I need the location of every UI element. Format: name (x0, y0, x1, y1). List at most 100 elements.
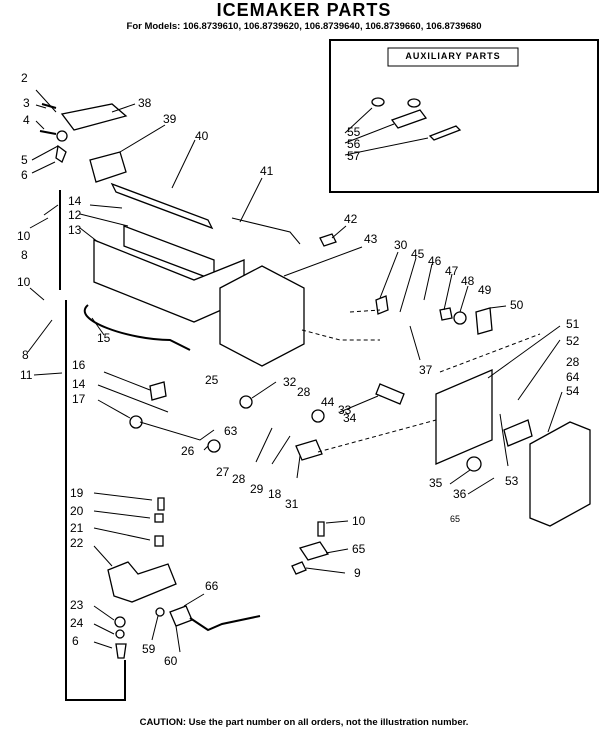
part-4-nut (56, 130, 68, 142)
callout-52: 52 (566, 334, 580, 348)
part-49-bracket (475, 307, 493, 335)
part-16-thermostat (149, 381, 167, 401)
callout-38: 38 (138, 96, 152, 110)
part-52-mounting-plate (435, 369, 493, 465)
callout-23: 23 (70, 598, 84, 612)
callout-36: 36 (453, 487, 467, 501)
part-22-water-valve (107, 561, 177, 603)
callout-37: 37 (419, 363, 433, 377)
callout-42: 42 (344, 212, 358, 226)
callout-34: 34 (343, 411, 357, 425)
part-41-shutoff-wire (231, 217, 301, 245)
callout-8: 8 (21, 248, 28, 262)
callout-43: 43 (364, 232, 378, 246)
callout-54: 54 (566, 384, 580, 398)
part-35-gear (466, 456, 482, 472)
part-34-motor-gear (311, 409, 325, 423)
part-43-housing (219, 265, 305, 367)
callout-10c: 10 (352, 514, 366, 528)
callout-4: 4 (23, 113, 30, 127)
callout-26: 26 (181, 444, 195, 458)
callout-35: 35 (429, 476, 443, 490)
callout-28c: 28 (566, 355, 580, 369)
callout-57: 57 (347, 149, 361, 163)
part-55-fitting (371, 97, 385, 107)
callout-6: 6 (21, 168, 28, 182)
callout-40: 40 (195, 129, 209, 143)
callout-21: 21 (70, 521, 84, 535)
part-48-washer (453, 311, 467, 325)
callout-18: 18 (268, 487, 282, 501)
callout-53: 53 (505, 474, 519, 488)
callout-65-small: 65 (450, 514, 461, 524)
callout-63: 63 (224, 424, 238, 438)
part-23-nut (114, 616, 126, 628)
part-20-grommet (154, 513, 164, 523)
callout-8b: 8 (22, 348, 29, 362)
callout-60: 60 (164, 654, 178, 668)
auxiliary-parts-title: AUXILIARY PARTS (405, 51, 501, 61)
callout-17: 17 (72, 392, 86, 406)
callout-2: 2 (21, 71, 28, 85)
page-title: ICEMAKER PARTS (216, 0, 392, 20)
part-38-shutoff-arm (60, 103, 128, 131)
callout-41: 41 (260, 164, 274, 178)
part-56-valve (390, 109, 428, 129)
part-9-tube-fitting (291, 561, 307, 575)
callout-22: 22 (70, 536, 84, 550)
callout-44: 44 (321, 395, 335, 409)
callout-6b: 6 (72, 634, 79, 648)
part-18-switch (295, 439, 323, 461)
callout-25: 25 (205, 373, 219, 387)
fill-tube-lower (65, 300, 126, 701)
callout-19: 19 (70, 486, 84, 500)
callout-11: 11 (20, 368, 33, 382)
callout-15: 15 (97, 331, 111, 345)
callout-3: 3 (23, 96, 30, 110)
part-30-switch (375, 295, 389, 315)
callout-24: 24 (70, 616, 84, 630)
part-19-screw (157, 497, 165, 511)
callout-14: 14 (68, 194, 82, 208)
part-26-insulator (207, 439, 221, 453)
part-32-gear (239, 395, 253, 409)
callout-29: 29 (250, 482, 264, 496)
auxiliary-parts-label-box (387, 47, 519, 67)
part-47-lever (439, 307, 453, 321)
callout-33: 33 (338, 403, 352, 417)
part-6-ferrule (115, 643, 127, 659)
part-10-screw (317, 521, 325, 537)
part-57-tube (428, 125, 462, 141)
callout-10: 10 (17, 229, 31, 243)
part-42-clip (319, 233, 337, 247)
part-64-switch (503, 419, 533, 447)
callout-30: 30 (394, 238, 408, 252)
callout-20: 20 (70, 504, 84, 518)
callout-10b: 10 (17, 275, 31, 289)
callout-14b: 14 (72, 377, 86, 391)
caution-note: CAUTION: Use the part number on all orde… (139, 717, 469, 728)
model-list: For Models: 106.8739610, 106.8739620, 10… (126, 21, 482, 32)
part-40-ejector (110, 182, 214, 230)
part-15-heater (84, 304, 191, 351)
callout-59: 59 (142, 642, 156, 656)
callout-13: 13 (68, 223, 82, 237)
part-17-plug (129, 415, 143, 429)
part-59-ferrule (155, 607, 165, 617)
callout-9: 9 (354, 566, 361, 580)
part-24-washer (115, 629, 125, 639)
callout-66: 66 (205, 579, 219, 593)
callout-56: 56 (347, 137, 361, 151)
callout-39: 39 (163, 112, 177, 126)
callout-50: 50 (510, 298, 524, 312)
callout-48: 48 (461, 274, 475, 288)
part-60-nut (169, 605, 193, 627)
part-66-tube (189, 615, 261, 632)
callout-46: 46 (428, 254, 442, 268)
part-33-motor (375, 383, 405, 405)
auxiliary-parts-frame (329, 39, 599, 193)
callout-28: 28 (297, 385, 311, 399)
part-5-bushing (55, 144, 67, 163)
callout-28b: 28 (232, 472, 246, 486)
part-21-grommet (154, 535, 164, 547)
